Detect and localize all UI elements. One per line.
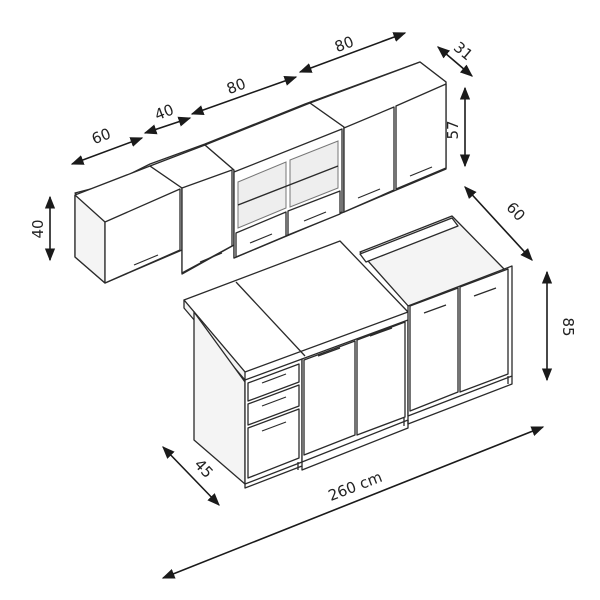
double-door-right-handle [369,327,393,337]
wall-cabinet-40-handle [199,252,223,263]
double-door-left-handle [317,347,341,357]
plinth-right [407,376,513,425]
dim-line-31 [437,46,473,77]
label-40-wall: 40 [152,101,176,125]
drawer-middle [247,384,300,426]
glass-door-right [289,140,339,208]
double-door-right [356,321,406,436]
dim-line-80-middle [190,76,298,115]
sink-door-left-handle [423,304,447,314]
dim-line-60 [70,137,144,165]
dim-line-260 [161,426,545,579]
right-door-right-handle [409,166,433,177]
label-60-wall: 60 [89,125,113,149]
label-40-left: 40 [29,219,47,238]
base-cabinets [183,215,513,489]
wall-cabinet-80-drawer-left [235,211,287,258]
label-260: 260 cm [326,468,385,505]
drawer-top-handle [261,373,287,384]
label-80-middle: 80 [224,75,248,99]
dimension-lines [44,32,553,579]
drawer-top [247,363,300,402]
drawer-right-handle [303,211,327,222]
label-57: 57 [444,120,462,139]
dim-line-60-base [464,186,533,261]
wall-cabinet-80-right-door-right [395,83,447,190]
dim-line-40 [143,116,192,135]
label-60-base: 60 [503,198,529,224]
sink-door-left [409,287,459,412]
wall-cabinet-60-door [104,188,181,284]
sink-door-right-handle [473,287,497,297]
drawer-middle-handle [261,396,287,407]
label-80-right: 80 [332,33,356,57]
dim-line-45 [162,446,220,506]
right-door-left-handle [357,188,381,199]
sink-door-right [459,268,509,393]
label-45: 45 [191,455,217,481]
wall-cabinet-80-drawer-right [287,190,341,236]
drawer-left-handle [249,233,273,244]
wall-cabinet-80-right-door-left [343,106,395,213]
wall-cabinet-40-door [181,169,233,274]
wall-cabinet-60-handle [133,254,159,266]
wall-cabinets [74,61,447,284]
double-door-left [303,340,356,456]
glass-shelf [237,165,339,206]
label-85: 85 [559,317,577,336]
dim-line-80-right [298,32,407,73]
sink-cabinet-back [359,217,459,263]
countertop-seam [235,281,306,357]
